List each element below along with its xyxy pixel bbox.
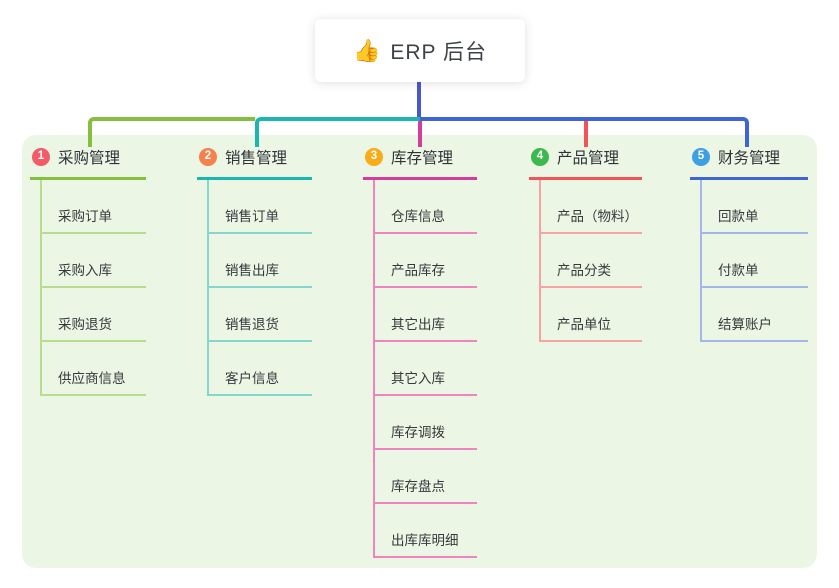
child-node[interactable]: 销售退货 — [209, 288, 312, 342]
child-node[interactable]: 客户信息 — [209, 342, 312, 396]
branch-number-badge: 1 — [32, 148, 50, 166]
branch-children: 仓库信息 产品库存 其它出库 其它入库 库存调拨 库存盘点 出库库明细 — [373, 180, 477, 558]
branch-children: 销售订单 销售出库 销售退货 客户信息 — [207, 180, 312, 396]
branch-label: 财务管理 — [718, 150, 781, 167]
child-label: 采购入库 — [58, 263, 112, 278]
child-node[interactable]: 供应商信息 — [42, 342, 146, 396]
child-node[interactable]: 产品分类 — [541, 234, 642, 288]
child-label: 销售订单 — [225, 209, 279, 224]
child-node[interactable]: 其它入库 — [375, 342, 477, 396]
branch-node[interactable]: 2 销售管理 — [197, 137, 312, 180]
child-label: 结算账户 — [718, 317, 772, 332]
child-label: 其它入库 — [391, 371, 445, 386]
child-node[interactable]: 采购入库 — [42, 234, 146, 288]
branch-children: 采购订单 采购入库 采购退货 供应商信息 — [40, 180, 146, 396]
branch-4: 4 产品管理 产品（物料） 产品分类 产品单位 — [529, 137, 642, 342]
branch-3: 3 库存管理 仓库信息 产品库存 其它出库 其它入库 库存调拨 库存盘点 出库库… — [363, 137, 477, 558]
child-node[interactable]: 结算账户 — [702, 288, 808, 342]
branch-children: 产品（物料） 产品分类 产品单位 — [539, 180, 642, 342]
child-label: 出库库明细 — [391, 533, 459, 548]
thumbs-up-icon: 👍 — [352, 37, 381, 63]
child-node[interactable]: 产品（物料） — [541, 180, 642, 234]
child-label: 供应商信息 — [58, 371, 126, 386]
child-node[interactable]: 回款单 — [702, 180, 808, 234]
branch-5: 5 财务管理 回款单 付款单 结算账户 — [690, 137, 808, 342]
child-label: 客户信息 — [225, 371, 279, 386]
root-label: ERP 后台 — [390, 40, 488, 64]
child-label: 销售退货 — [225, 317, 279, 332]
child-node[interactable]: 库存调拨 — [375, 396, 477, 450]
child-label: 库存调拨 — [391, 425, 445, 440]
branch-label: 产品管理 — [557, 150, 620, 167]
branch-number-badge: 3 — [365, 148, 383, 166]
branch-node[interactable]: 3 库存管理 — [363, 137, 477, 180]
branch-node[interactable]: 4 产品管理 — [529, 137, 642, 180]
child-label: 产品（物料） — [557, 209, 638, 224]
child-label: 付款单 — [718, 263, 759, 278]
child-node[interactable]: 采购订单 — [42, 180, 146, 234]
child-label: 仓库信息 — [391, 209, 445, 224]
branches-panel — [22, 135, 817, 568]
child-label: 产品单位 — [557, 317, 611, 332]
child-node[interactable]: 出库库明细 — [375, 504, 477, 558]
branch-number-badge: 5 — [692, 148, 710, 166]
child-node[interactable]: 库存盘点 — [375, 450, 477, 504]
child-node[interactable]: 产品库存 — [375, 234, 477, 288]
child-label: 其它出库 — [391, 317, 445, 332]
child-node[interactable]: 付款单 — [702, 234, 808, 288]
root-connector-line — [417, 82, 421, 119]
child-label: 采购订单 — [58, 209, 112, 224]
child-label: 产品分类 — [557, 263, 611, 278]
branch-children: 回款单 付款单 结算账户 — [700, 180, 808, 342]
child-label: 回款单 — [718, 209, 759, 224]
child-node[interactable]: 其它出库 — [375, 288, 477, 342]
branch-number-badge: 2 — [199, 148, 217, 166]
child-label: 销售出库 — [225, 263, 279, 278]
branch-1: 1 采购管理 采购订单 采购入库 采购退货 供应商信息 — [30, 137, 146, 396]
child-label: 产品库存 — [391, 263, 445, 278]
root-node[interactable]: 👍 ERP 后台 — [315, 19, 525, 82]
branch-label: 库存管理 — [391, 150, 454, 167]
child-node[interactable]: 销售出库 — [209, 234, 312, 288]
branch-label: 采购管理 — [58, 150, 121, 167]
child-label: 库存盘点 — [391, 479, 445, 494]
child-node[interactable]: 销售订单 — [209, 180, 312, 234]
branch-label: 销售管理 — [225, 150, 288, 167]
branch-number-badge: 4 — [531, 148, 549, 166]
child-node[interactable]: 仓库信息 — [375, 180, 477, 234]
child-label: 采购退货 — [58, 317, 112, 332]
child-node[interactable]: 产品单位 — [541, 288, 642, 342]
branch-node[interactable]: 5 财务管理 — [690, 137, 808, 180]
child-node[interactable]: 采购退货 — [42, 288, 146, 342]
branch-2: 2 销售管理 销售订单 销售出库 销售退货 客户信息 — [197, 137, 312, 396]
branch-node[interactable]: 1 采购管理 — [30, 137, 146, 180]
